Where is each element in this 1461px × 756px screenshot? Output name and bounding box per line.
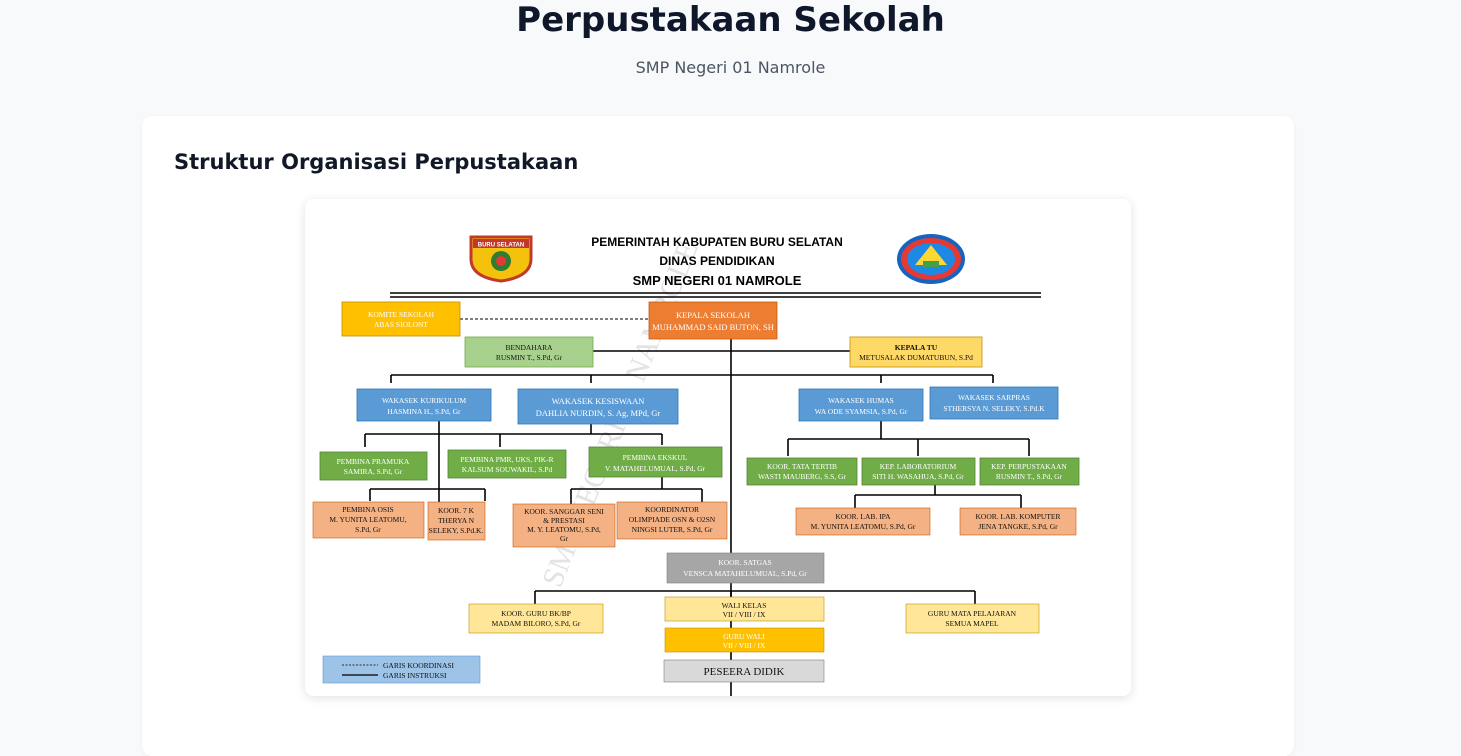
node-pembina-osis: PEMBINA OSIS M. YUNITA LEATOMU, S.Pd, Gr	[312, 501, 425, 539]
org-chart-image: SMP NEGERI 01 NAMROLE BURU SELATAN PEMER…	[305, 199, 1131, 696]
section-title: Struktur Organisasi Perpustakaan	[174, 150, 579, 174]
node-pembina-ekskul: PEMBINA EKSKUL V. MATAHELUMUAL, S.Pd, Gr	[588, 446, 723, 478]
legend-instruction-label: GARIS INSTRUKSI	[383, 671, 447, 680]
svg-text:KOOR. 7 K: KOOR. 7 K	[438, 506, 475, 515]
svg-text:NINGSI LUTER, S.Pd, Gr: NINGSI LUTER, S.Pd, Gr	[632, 525, 713, 534]
svg-text:SAMIRA, S.Pd, Gr: SAMIRA, S.Pd, Gr	[344, 467, 403, 476]
svg-text:KEPALA TU: KEPALA TU	[895, 343, 938, 352]
svg-text:KEP. LABORATORIUM: KEP. LABORATORIUM	[880, 462, 957, 471]
letterhead-line-2: DINAS PENDIDIKAN	[659, 254, 774, 268]
node-koordinator-olimpiade: KOORDINATOR OLIMPIADE OSN & O2SN NINGSI …	[616, 501, 728, 540]
svg-text:STHERSYA N. SELEKY, S.Pd.K: STHERSYA N. SELEKY, S.Pd.K	[943, 404, 1045, 413]
svg-text:KOORDINATOR: KOORDINATOR	[645, 505, 699, 514]
svg-text:KALSUM SOUWAKIL, S.Pd: KALSUM SOUWAKIL, S.Pd	[462, 465, 553, 474]
node-komite-sekolah: KOMITE SEKOLAH ABAS SIOLONT	[341, 301, 461, 337]
svg-text:Gr: Gr	[560, 534, 568, 543]
svg-text:V. MATAHELUMUAL, S.Pd, Gr: V. MATAHELUMUAL, S.Pd, Gr	[605, 464, 706, 473]
svg-text:WALI KELAS: WALI KELAS	[722, 601, 767, 610]
node-koor-tata-tertib: KOOR. TATA TERTIB WASTI MAUBERG, S.S, Gr	[746, 457, 858, 486]
legend-coordination-label: GARIS KOORDINASI	[383, 661, 455, 670]
svg-text:WAKASEK KESISWAAN: WAKASEK KESISWAAN	[552, 396, 645, 406]
svg-text:KOOR. SATGAS: KOOR. SATGAS	[718, 558, 771, 567]
node-guru-wali: GURU WALI VII / VIII / IX	[664, 627, 825, 653]
svg-text:KEPALA SEKOLAH: KEPALA SEKOLAH	[676, 310, 750, 320]
svg-text:OLIMPIADE OSN & O2SN: OLIMPIADE OSN & O2SN	[629, 515, 716, 524]
svg-text:RUSMIN T., S.Pd, Gr: RUSMIN T., S.Pd, Gr	[496, 353, 563, 362]
node-pembina-pmr: PEMBINA PMR, UKS, PIK-R KALSUM SOUWAKIL,…	[447, 449, 567, 479]
org-chart-svg: SMP NEGERI 01 NAMROLE BURU SELATAN PEMER…	[312, 234, 1080, 696]
node-kepala-tu: KEPALA TU METUSALAK DUMATUBUN, S.Pd	[849, 336, 983, 368]
page-title: Perpustakaan Sekolah	[516, 0, 945, 40]
svg-text:PEMBINA PMR, UKS, PIK-R: PEMBINA PMR, UKS, PIK-R	[460, 455, 553, 464]
school-emblem-logo	[897, 234, 965, 284]
svg-text:GURU MATA PELAJARAN: GURU MATA PELAJARAN	[928, 609, 1017, 618]
svg-text:VENSCA MATAHELUMUAL, S.Pd, Gr: VENSCA MATAHELUMUAL, S.Pd, Gr	[683, 569, 807, 578]
node-koor-satgas: KOOR. SATGAS VENSCA MATAHELUMUAL, S.Pd, …	[666, 552, 825, 584]
svg-text:S.Pd, Gr: S.Pd, Gr	[355, 525, 381, 534]
svg-text:KOOR. LAB. KOMPUTER: KOOR. LAB. KOMPUTER	[975, 512, 1060, 521]
svg-text:WAKASEK SARPRAS: WAKASEK SARPRAS	[958, 393, 1030, 402]
content-card: Struktur Organisasi Perpustakaan SMP NEG…	[142, 116, 1294, 756]
svg-text:METUSALAK DUMATUBUN, S.Pd: METUSALAK DUMATUBUN, S.Pd	[859, 353, 973, 362]
node-koor-7k: KOOR. 7 K THERYA N SELEKY, S.Pd.K.	[427, 501, 486, 541]
node-guru-mata-pelajaran: GURU MATA PELAJARAN SEMUA MAPEL	[905, 603, 1040, 634]
page-subtitle: SMP Negeri 01 Namrole	[635, 58, 826, 77]
svg-text:RUSMIN T., S.Pd, Gr: RUSMIN T., S.Pd, Gr	[996, 472, 1063, 481]
node-wakasek-kesiswaan: WAKASEK KESISWAAN DAHLIA NURDIN, S. Ag, …	[517, 388, 679, 425]
node-koor-lab-ipa: KOOR. LAB. IPA M. YUNITA LEATOMU, S.Pd, …	[795, 507, 931, 536]
svg-text:ABAS SIOLONT: ABAS SIOLONT	[374, 320, 428, 329]
svg-text:VII / VIII / IX: VII / VIII / IX	[723, 641, 766, 650]
svg-text:M. YUNITA LEATOMU, S.Pd, Gr: M. YUNITA LEATOMU, S.Pd, Gr	[811, 522, 916, 531]
svg-text:WASTI MAUBERG, S.S, Gr: WASTI MAUBERG, S.S, Gr	[758, 472, 846, 481]
letterhead-line-1: PEMERINTAH KABUPATEN BURU SELATAN	[591, 235, 843, 249]
node-koor-sanggar-seni: KOOR. SANGGAR SENI & PRESTASI M. Y. LEAT…	[512, 503, 616, 548]
node-wali-kelas: WALI KELAS VII / VIII / IX	[664, 596, 825, 622]
svg-text:HASMINA H., S.Pd, Gr: HASMINA H., S.Pd, Gr	[387, 407, 461, 416]
node-koor-guru-bk: KOOR. GURU BK/BP MADAM BILORO, S.Pd, Gr	[468, 603, 604, 634]
svg-text:KOOR. TATA TERTIB: KOOR. TATA TERTIB	[767, 462, 837, 471]
node-kep-laboratorium: KEP. LABORATORIUM SITI H. WASAHUA, S.Pd,…	[861, 457, 976, 486]
svg-text:SELEKY, S.Pd.K.: SELEKY, S.Pd.K.	[429, 526, 484, 535]
svg-text:GURU WALI: GURU WALI	[723, 632, 765, 641]
letterhead-line-3: SMP NEGERI 01 NAMROLE	[633, 273, 802, 288]
svg-text:JENA TANGKE, S.Pd, Gr: JENA TANGKE, S.Pd, Gr	[978, 522, 1058, 531]
svg-text:PEMBINA OSIS: PEMBINA OSIS	[342, 505, 393, 514]
node-wakasek-kurikulum: WAKASEK KURIKULUM HASMINA H., S.Pd, Gr	[356, 388, 492, 422]
svg-text:& PRESTASI: & PRESTASI	[543, 516, 585, 525]
svg-text:KOOR. SANGGAR SENI: KOOR. SANGGAR SENI	[524, 507, 604, 516]
svg-text:KOOR. LAB. IPA: KOOR. LAB. IPA	[835, 512, 891, 521]
svg-text:WAKASEK KURIKULUM: WAKASEK KURIKULUM	[382, 396, 467, 405]
node-bendahara: BENDAHARA RUSMIN T., S.Pd, Gr	[464, 336, 594, 368]
svg-text:VII / VIII / IX: VII / VIII / IX	[723, 610, 766, 619]
svg-text:PESEERA DIDIK: PESEERA DIDIK	[704, 666, 785, 678]
svg-text:THERYA N: THERYA N	[438, 516, 475, 525]
svg-text:SEMUA MAPEL: SEMUA MAPEL	[945, 619, 999, 628]
svg-text:PEMBINA EKSKUL: PEMBINA EKSKUL	[623, 453, 688, 462]
node-wakasek-sarpras: WAKASEK SARPRAS STHERSYA N. SELEKY, S.Pd…	[929, 386, 1059, 420]
chart-legend: GARIS KOORDINASI GARIS INSTRUKSI	[322, 655, 481, 684]
svg-text:M. YUNITA LEATOMU,: M. YUNITA LEATOMU,	[329, 515, 406, 524]
node-peserta-didik: PESEERA DIDIK	[663, 659, 825, 683]
svg-text:BENDAHARA: BENDAHARA	[505, 343, 553, 352]
svg-text:MADAM BILORO, S.Pd, Gr: MADAM BILORO, S.Pd, Gr	[492, 619, 581, 628]
logo-label: BURU SELATAN	[478, 243, 524, 249]
buru-selatan-logo: BURU SELATAN	[469, 235, 533, 283]
svg-text:KEP. PERPUSTAKAAN: KEP. PERPUSTAKAAN	[991, 462, 1067, 471]
node-wakasek-humas: WAKASEK HUMAS WA ODE SYAMSIA, S.Pd, Gr	[798, 388, 924, 422]
svg-text:SITI H. WASAHUA, S.Pd, Gr: SITI H. WASAHUA, S.Pd, Gr	[872, 472, 964, 481]
svg-text:PEMBINA PRAMUKA: PEMBINA PRAMUKA	[337, 457, 410, 466]
svg-text:KOMITE SEKOLAH: KOMITE SEKOLAH	[368, 310, 435, 319]
node-pembina-pramuka: PEMBINA PRAMUKA SAMIRA, S.Pd, Gr	[319, 451, 428, 481]
svg-text:WAKASEK HUMAS: WAKASEK HUMAS	[828, 396, 894, 405]
svg-text:M. Y. LEATOMU, S.Pd,: M. Y. LEATOMU, S.Pd,	[527, 525, 601, 534]
svg-text:MUHAMMAD SAID BUTON, SH: MUHAMMAD SAID BUTON, SH	[652, 322, 774, 332]
svg-text:DAHLIA NURDIN, S. Ag, MPd, Gr: DAHLIA NURDIN, S. Ag, MPd, Gr	[536, 408, 661, 418]
node-kepala-sekolah: KEPALA SEKOLAH MUHAMMAD SAID BUTON, SH	[648, 301, 778, 340]
node-kep-perpustakaan: KEP. PERPUSTAKAAN RUSMIN T., S.Pd, Gr	[979, 457, 1080, 486]
svg-text:WA ODE SYAMSIA, S.Pd, Gr: WA ODE SYAMSIA, S.Pd, Gr	[815, 407, 908, 416]
svg-text:KOOR. GURU BK/BP: KOOR. GURU BK/BP	[501, 609, 571, 618]
node-koor-lab-komputer: KOOR. LAB. KOMPUTER JENA TANGKE, S.Pd, G…	[959, 507, 1077, 536]
